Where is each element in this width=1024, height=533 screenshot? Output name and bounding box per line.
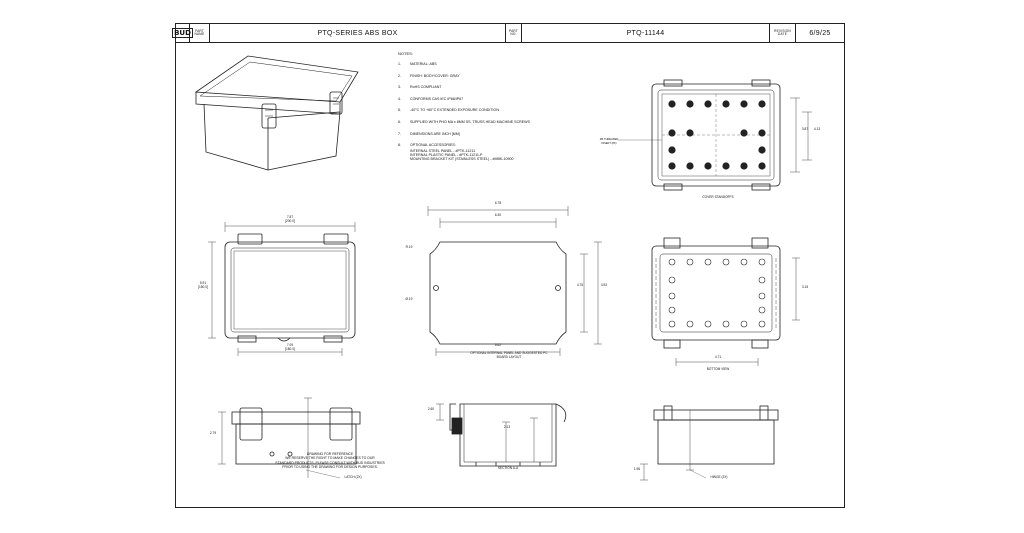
note-item: 7.DIMENSIONS ARE INCH [MM] [398, 131, 460, 136]
insert-callout: M4 THREADED INSERT (8X) [599, 138, 619, 145]
cover-standoffs-view [618, 79, 812, 191]
panel-layout-caption: OPTIONAL INTERNAL PANEL AND SUGGESTED PC… [470, 351, 548, 359]
part-name: PTQ-SERIES ABS BOX [317, 29, 398, 37]
note-item: 3.RoHS COMPLIANT [398, 85, 442, 90]
notes-block: NOTES: 1.MATERIAL: ABS 2.FINISH: BODY/CO… [398, 51, 598, 162]
right-height-dim: 1.96 [633, 467, 641, 471]
note-item: 1.MATERIAL: ABS [398, 62, 437, 66]
bud-logo: BUD [172, 28, 193, 38]
side-view [640, 405, 779, 481]
latch-callout: LATCH (2X) [344, 475, 362, 479]
panel-height-dim: 4.75 [576, 283, 584, 287]
bottom-view-caption: BOTTOM VIEW [706, 367, 730, 371]
cover-height-1-dim: 3.87 [801, 127, 809, 131]
hinge-callout: HINGE (2X) [710, 475, 728, 479]
note-item: 6.SUPPLIED WITH PHO MA x 8MM SS, TRUSS H… [398, 119, 530, 124]
part-number: PTQ-11144 [626, 29, 665, 37]
cover-standoffs-caption: COVER STANDOFFS [702, 195, 734, 199]
top-height-dim: 5.91[150.0] [198, 281, 208, 289]
note-item: 2.FINISH: BODY/COVER: GRAY [398, 73, 460, 78]
panel-side-dim: 4.92 [600, 283, 608, 287]
note-item: 5.-40°C TO +60°C EXTENDED EXPOSURE CONDI… [398, 108, 499, 113]
note-item: 4.CONFORMS CAS IEC IP66/IP67 [398, 96, 464, 101]
top-view [208, 222, 356, 356]
section-view [436, 403, 567, 467]
section-inner-dim: 2.13 [503, 425, 511, 429]
section-caption: SECTION A-A [497, 466, 519, 470]
side-height-dim: 2.79 [209, 431, 217, 435]
isometric-view [194, 55, 359, 171]
bottom-view [651, 237, 800, 366]
part-name-label: PART NAME [194, 28, 205, 36]
front-width-dim: 7.09[180.0] [285, 343, 295, 351]
reference-note: DRAWING FOR REFERENCE WE RESERVE THE RIG… [275, 452, 385, 469]
internal-panel-view [427, 206, 602, 356]
part-no-label: PART NO. [508, 28, 518, 36]
title-block: BUD PART NAME PTQ-SERIES ABS BOX PART NO… [172, 24, 844, 43]
panel-hole-dim: Ø.19 [405, 297, 413, 301]
bottom-height-dim: 3.15 [801, 285, 809, 289]
accessory-list: INTERNAL STEEL PANEL - #PTK-11211 INTERN… [410, 149, 514, 162]
bottom-width-dim: 4.71 [714, 355, 722, 359]
notes-heading: NOTES: [398, 51, 413, 56]
cover-height-2-dim: 4.13 [813, 127, 821, 131]
panel-corner-dim: R.19 [405, 245, 413, 249]
section-depth-dim: 2.60 [427, 407, 435, 411]
front-view [218, 397, 361, 479]
logo-cell: BUD [172, 24, 193, 42]
panel-width-dim: 6.78 [494, 201, 502, 205]
revision-date: 6/9/25 [809, 29, 831, 37]
top-width-dim: 7.87[200.0] [285, 215, 295, 223]
panel-bottom-width-dim: 6.62 [494, 343, 502, 347]
note-item: 8.OPTIONAL ACCESSORIES: [398, 143, 456, 148]
drawing-sheet: BUD PART NAME PTQ-SERIES ABS BOX PART NO… [172, 23, 845, 508]
panel-inner-width-dim: 6.30 [494, 213, 502, 217]
revision-date-label: REVISION DATE [774, 28, 791, 36]
